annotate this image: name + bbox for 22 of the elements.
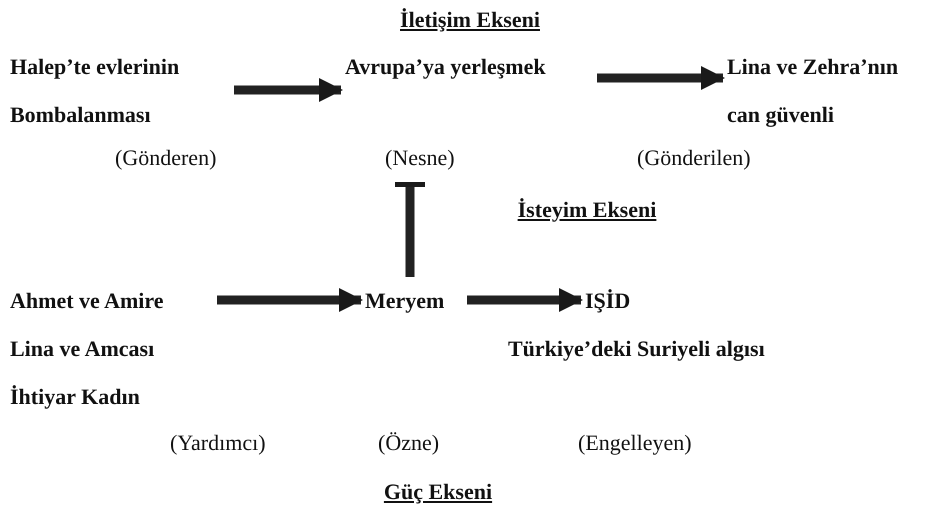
actant-text: Türkiye’deki Suriyeli algısı [508, 335, 765, 363]
actant-text: Avrupa’ya yerleşmek [345, 53, 546, 81]
actant-text: Meryem [365, 287, 444, 315]
axis-title: Güç Ekseni [384, 479, 492, 505]
axis-title: İletişim Ekseni [400, 7, 540, 33]
block-arrow [234, 78, 343, 102]
role-caption: (Gönderen) [115, 145, 216, 171]
role-caption: (Gönderilen) [637, 145, 751, 171]
actant-text: Lina ve Zehra’nın can güvenli [727, 53, 900, 129]
actant-text: Halep’te evlerinin Bombalanması [10, 53, 180, 129]
role-caption: (Engelleyen) [578, 430, 692, 456]
role-caption: (Yardımcı) [170, 430, 266, 456]
role-caption: (Özne) [378, 430, 440, 456]
actant-text: İhtiyar Kadın [10, 383, 140, 411]
block-arrow [597, 66, 725, 90]
actant-text: Lina ve Amcası [10, 335, 154, 363]
block-arrow [217, 288, 363, 312]
actant-text: Ahmet ve Amire [10, 287, 164, 315]
role-caption: (Nesne) [385, 145, 455, 171]
block-arrow [467, 288, 583, 312]
actant-text: IŞİD [585, 287, 630, 315]
axis-title: İsteyim Ekseni [518, 197, 656, 223]
